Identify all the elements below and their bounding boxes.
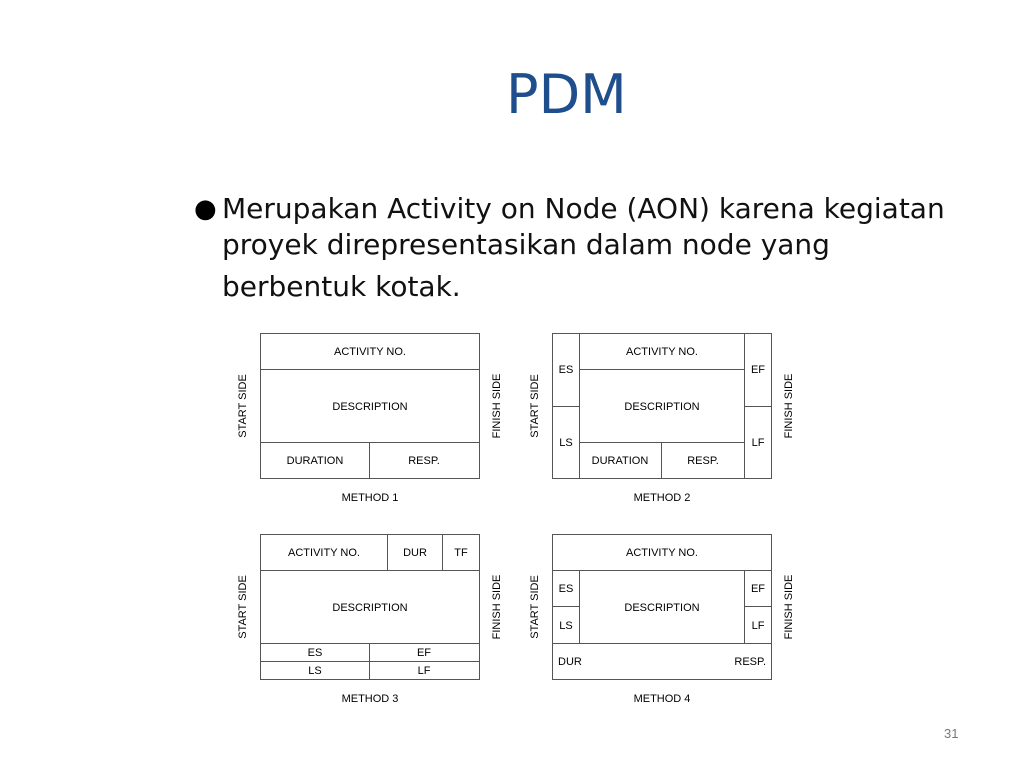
m2-resp: RESP. [687,455,719,467]
bullet-line-1: Merupakan Activity on Node (AON) karena … [222,192,945,225]
m2-start-side: START SIDE [529,374,541,438]
m1-description: DESCRIPTION [332,401,407,413]
m1-resp: RESP. [408,455,440,467]
page-number: 31 [944,726,959,741]
m4-finish-side: FINISH SIDE [783,575,795,640]
m4-ef: EF [751,583,765,595]
m4-resp: RESP. [734,656,766,668]
m2-es: ES [559,364,574,376]
slide-title: PDM [506,63,627,126]
m3-ls: LS [308,665,321,677]
m4-start-side: START SIDE [529,575,541,639]
m2-lf: LF [752,437,765,449]
m4-activity-no: ACTIVITY NO. [626,547,698,559]
bullet-line-3: berbentuk kotak. [222,270,461,303]
m3-caption: METHOD 3 [342,693,399,705]
m3-finish-side: FINISH SIDE [491,575,503,640]
m1-finish-side: FINISH SIDE [491,374,503,439]
m3-tf: TF [454,547,468,559]
m4-lf: LF [752,620,765,632]
m1-start-side: START SIDE [237,374,249,438]
m3-lf: LF [418,665,431,677]
m4-ls: LS [559,620,572,632]
m1-activity-no: ACTIVITY NO. [334,346,406,358]
m4-dur: DUR [558,656,582,668]
m2-description: DESCRIPTION [624,401,699,413]
m3-es: ES [308,647,323,659]
m1-duration: DURATION [287,455,344,467]
m2-finish-side: FINISH SIDE [783,374,795,439]
m2-activity-no: ACTIVITY NO. [626,346,698,358]
m2-duration: DURATION [592,455,649,467]
m4-description: DESCRIPTION [624,602,699,614]
m3-dur: DUR [403,547,427,559]
m2-ef: EF [751,364,765,376]
m4-caption: METHOD 4 [634,693,691,705]
bullet-icon: ● [194,194,217,224]
m3-start-side: START SIDE [237,575,249,639]
bullet-line-2: proyek direpresentasikan dalam node yang [222,228,830,261]
m1-caption: METHOD 1 [342,492,399,504]
m3-ef: EF [417,647,431,659]
m2-caption: METHOD 2 [634,492,691,504]
m4-es: ES [559,583,574,595]
m3-description: DESCRIPTION [332,602,407,614]
m2-ls: LS [559,437,572,449]
m3-activity-no: ACTIVITY NO. [288,547,360,559]
